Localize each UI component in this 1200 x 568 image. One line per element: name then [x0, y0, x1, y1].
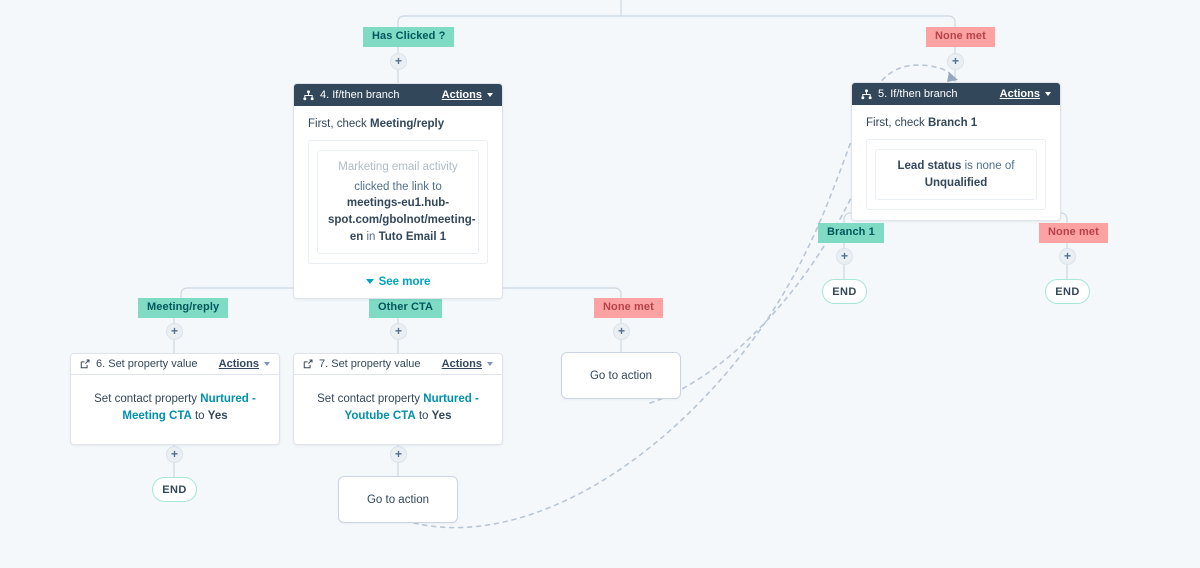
card4-criteria-mid: in [363, 230, 379, 243]
card5-first-check-prefix: First, check [866, 117, 928, 129]
card5-first-check-name: Branch 1 [927, 117, 978, 129]
card4-see-more-label: See more [378, 276, 431, 289]
add-step-button-meeting-reply[interactable]: + [166, 323, 183, 340]
card4-criteria-email: Tuto Email 1 [378, 230, 447, 243]
card4-criteria-text: Marketing email activity clicked the link… [317, 150, 479, 255]
branch-label-none-met-middle: None met [594, 298, 663, 318]
card4-first-check: First, check Meeting/reply [308, 118, 488, 130]
set-property-icon [303, 359, 313, 369]
card6-title: 6. Set property value [96, 358, 198, 370]
card4-criteria-prefix: clicked the link to [354, 180, 442, 193]
card5-criteria-operator: is none of [961, 160, 1015, 172]
card4-header: 4. If/then branch Actions [294, 84, 502, 106]
card4-title: 4. If/then branch [320, 89, 400, 101]
card6-header: 6. Set property value Actions [71, 354, 279, 375]
card5-criteria-text: Lead status is none of Unqualified [875, 149, 1037, 201]
card6-value: Yes [207, 410, 228, 423]
card4-first-check-name: Meeting/reply [369, 118, 445, 130]
branch-label-none-met-right: None met [1039, 223, 1108, 243]
add-step-button-after-card7[interactable]: + [390, 446, 407, 463]
card6-mid: to [191, 410, 208, 423]
card4-see-more-button[interactable]: See more [308, 276, 488, 288]
card6-body: Set contact property Nurtured - Meeting … [71, 375, 279, 444]
branch-label-other-cta: Other CTA [369, 298, 443, 318]
add-step-button-has-clicked[interactable]: + [390, 53, 407, 70]
card7-prefix: Set contact property [317, 393, 424, 405]
branch-label-none-met-top: None met [926, 27, 995, 47]
card5-title: 5. If/then branch [878, 88, 958, 100]
add-step-button-none-met-top[interactable]: + [947, 53, 964, 70]
card7-title: 7. Set property value [319, 358, 421, 370]
card5-criteria-property: Lead status [897, 160, 962, 172]
branch-icon [861, 88, 872, 100]
branch-label-has-clicked: Has Clicked ? [363, 27, 455, 47]
end-node-left[interactable]: END [152, 477, 197, 502]
card-if-then-branch-4[interactable]: 4. If/then branch Actions First, check M… [293, 83, 503, 300]
chevron-down-icon[interactable] [487, 362, 493, 366]
chevron-down-icon [365, 279, 374, 285]
chevron-down-icon[interactable] [1045, 92, 1051, 96]
card5-actions-menu[interactable]: Actions [999, 88, 1040, 100]
card6-actions-menu[interactable]: Actions [218, 358, 259, 370]
add-step-button-none-met-right[interactable]: + [1059, 248, 1076, 265]
card5-body: First, check Branch 1 Lead status is non… [852, 105, 1060, 220]
card-if-then-branch-5[interactable]: 5. If/then branch Actions First, check B… [851, 82, 1061, 222]
set-property-icon [80, 359, 90, 369]
card7-header: 7. Set property value Actions [294, 354, 502, 375]
branch-label-branch-1: Branch 1 [818, 223, 884, 243]
add-step-button-none-met-middle[interactable]: + [613, 323, 630, 340]
add-step-button-after-card6[interactable]: + [166, 446, 183, 463]
card5-criteria-box: Lead status is none of Unqualified [866, 139, 1046, 211]
card4-criteria-box: Marketing email activity clicked the link… [308, 140, 488, 265]
card7-value: Yes [431, 410, 452, 423]
card-set-property-value-6[interactable]: 6. Set property value Actions Set contac… [70, 353, 280, 445]
card4-actions-menu[interactable]: Actions [441, 89, 482, 101]
card7-mid: to [415, 410, 432, 423]
card7-actions-menu[interactable]: Actions [441, 358, 482, 370]
end-node-branch-1[interactable]: END [822, 279, 867, 304]
card4-criteria-link: meetings-eu1.hub-spot.com/gbolnot/meetin… [328, 197, 476, 243]
add-step-button-other-cta[interactable]: + [390, 323, 407, 340]
add-step-button-branch-1[interactable]: + [836, 248, 853, 265]
goto-action-node-middle[interactable]: Go to action [561, 352, 681, 399]
card7-body: Set contact property Nurtured - Youtube … [294, 375, 502, 444]
goto-action-node-bottom[interactable]: Go to action [338, 476, 458, 523]
card4-first-check-prefix: First, check [308, 118, 370, 130]
branch-label-meeting-reply: Meeting/reply [138, 298, 229, 318]
card4-body: First, check Meeting/reply Marketing ema… [294, 106, 502, 298]
chevron-down-icon[interactable] [487, 93, 493, 97]
chevron-down-icon[interactable] [264, 362, 270, 366]
card5-header: 5. If/then branch Actions [852, 83, 1060, 105]
card-set-property-value-7[interactable]: 7. Set property value Actions Set contac… [293, 353, 503, 445]
end-node-none-met[interactable]: END [1045, 279, 1090, 304]
card5-criteria-value: Unqualified [924, 176, 988, 189]
card5-first-check: First, check Branch 1 [866, 117, 1046, 129]
card6-property: Nurtured - Meeting CTA [122, 393, 256, 423]
card6-prefix: Set contact property [94, 393, 201, 405]
branch-icon [303, 89, 314, 101]
card7-property: Nurtured - Youtube CTA [344, 393, 479, 423]
card4-criteria-source: Marketing email activity [338, 161, 458, 173]
